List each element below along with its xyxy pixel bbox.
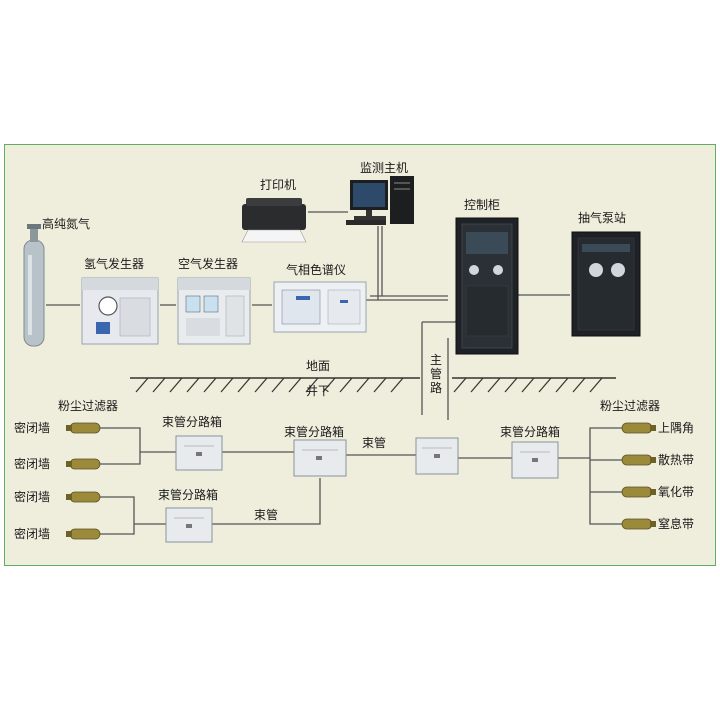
- ground-hatch-mark: [555, 377, 569, 393]
- dust-filters-right: [621, 422, 656, 530]
- dust-filter-icon: [621, 422, 656, 434]
- label-seal-wall-2: 密闭墙: [14, 456, 50, 471]
- label-branch-box-3: 束管分路箱: [158, 487, 218, 502]
- branch-box-3: [165, 507, 213, 543]
- underground-wires: [100, 427, 622, 535]
- ground-hatch-mark: [271, 377, 285, 393]
- label-control-cabinet: 控制柜: [464, 198, 500, 212]
- ground-hatch-mark: [589, 377, 603, 393]
- ground-hatch-mark: [152, 377, 166, 393]
- label-printer: 打印机: [260, 178, 296, 192]
- diagram-frame: [4, 144, 716, 566]
- svg-text:主管路: 主管路: [430, 353, 442, 395]
- ground-hatch-mark: [135, 377, 149, 393]
- ground-hatch-mark: [305, 377, 319, 393]
- label-bundle-pipe-2: 束管: [254, 507, 278, 522]
- nitrogen-cylinder: [23, 224, 45, 347]
- label-ground: 地面: [306, 359, 330, 373]
- label-hydrogen-generator: 氢气发生器: [84, 256, 144, 271]
- ground-hatch-mark: [186, 377, 200, 393]
- branch-box-4: [511, 441, 559, 479]
- label-suffocation-zone: 窒息带: [658, 516, 694, 531]
- ground-hatch-mark: [521, 377, 535, 393]
- label-branch-box-2: 束管分路箱: [284, 424, 344, 439]
- label-oxidation-zone: 氧化带: [658, 485, 694, 499]
- branch-box-2: [293, 439, 347, 477]
- air-generator: [177, 277, 251, 345]
- ground-hatch-mark: [390, 377, 404, 393]
- branch-box-1: [175, 435, 223, 471]
- gas-chromatograph: [273, 281, 367, 333]
- dust-filter-icon: [66, 458, 101, 470]
- ground-hatch-mark: [288, 377, 302, 393]
- dust-filter-icon: [621, 454, 656, 466]
- label-air-generator: 空气发生器: [178, 256, 238, 271]
- ground-hatch-mark: [254, 377, 268, 393]
- label-dust-filter-right: 粉尘过滤器: [600, 399, 660, 413]
- label-pump-station: 抽气泵站: [578, 210, 626, 225]
- ground-hatch-mark: [373, 377, 387, 393]
- label-shaft: 井下: [306, 384, 330, 398]
- label-seal-wall-4: 密闭墙: [14, 526, 50, 541]
- dust-filter-icon: [621, 518, 656, 530]
- ground-hatch-mark: [538, 377, 552, 393]
- dust-filter-icon: [66, 422, 101, 434]
- dust-filter-icon: [66, 491, 101, 503]
- label-main-pipe: 主管路: [430, 353, 442, 395]
- dust-filter-icon: [66, 528, 101, 540]
- ground-hatch-mark: [169, 377, 183, 393]
- printer: [241, 198, 307, 243]
- hydrogen-generator: [81, 277, 159, 345]
- label-monitor-host: 监测主机: [360, 161, 408, 175]
- ground-hatch-mark: [237, 377, 251, 393]
- ground-hatch-mark: [322, 377, 336, 393]
- label-seal-wall-3: 密闭墙: [14, 489, 50, 504]
- label-dust-filter-left: 粉尘过滤器: [58, 399, 118, 413]
- label-nitrogen: 高纯氮气: [42, 216, 90, 231]
- ground-hatch-mark: [356, 377, 370, 393]
- label-cooling-zone: 散热带: [658, 452, 694, 467]
- dust-filters-left: [66, 422, 101, 540]
- label-seal-wall-1: 密闭墙: [14, 420, 50, 435]
- ground-hatch-mark: [203, 377, 217, 393]
- monitoring-host: [346, 176, 414, 225]
- central-box: [415, 437, 459, 475]
- ground-hatch-mark: [470, 377, 484, 393]
- pump-station: [571, 231, 641, 337]
- ground-hatch-mark: [487, 377, 501, 393]
- label-upper-corner: 上隅角: [658, 421, 694, 435]
- control-cabinet: [455, 217, 519, 355]
- ground-hatch-mark: [220, 377, 234, 393]
- surface-wires: [46, 211, 570, 420]
- ground-hatch-mark: [572, 377, 586, 393]
- ground-hatch-mark: [339, 377, 353, 393]
- ground-hatch-mark: [453, 377, 467, 393]
- label-bundle-pipe-1: 束管: [362, 435, 386, 450]
- ground-hatch-mark: [504, 377, 518, 393]
- label-gas-chromatograph: 气相色谱仪: [286, 262, 346, 277]
- dust-filter-icon: [621, 486, 656, 498]
- label-branch-box-4: 束管分路箱: [500, 424, 560, 439]
- ground-line: [130, 377, 616, 393]
- label-branch-box-1: 束管分路箱: [162, 414, 222, 429]
